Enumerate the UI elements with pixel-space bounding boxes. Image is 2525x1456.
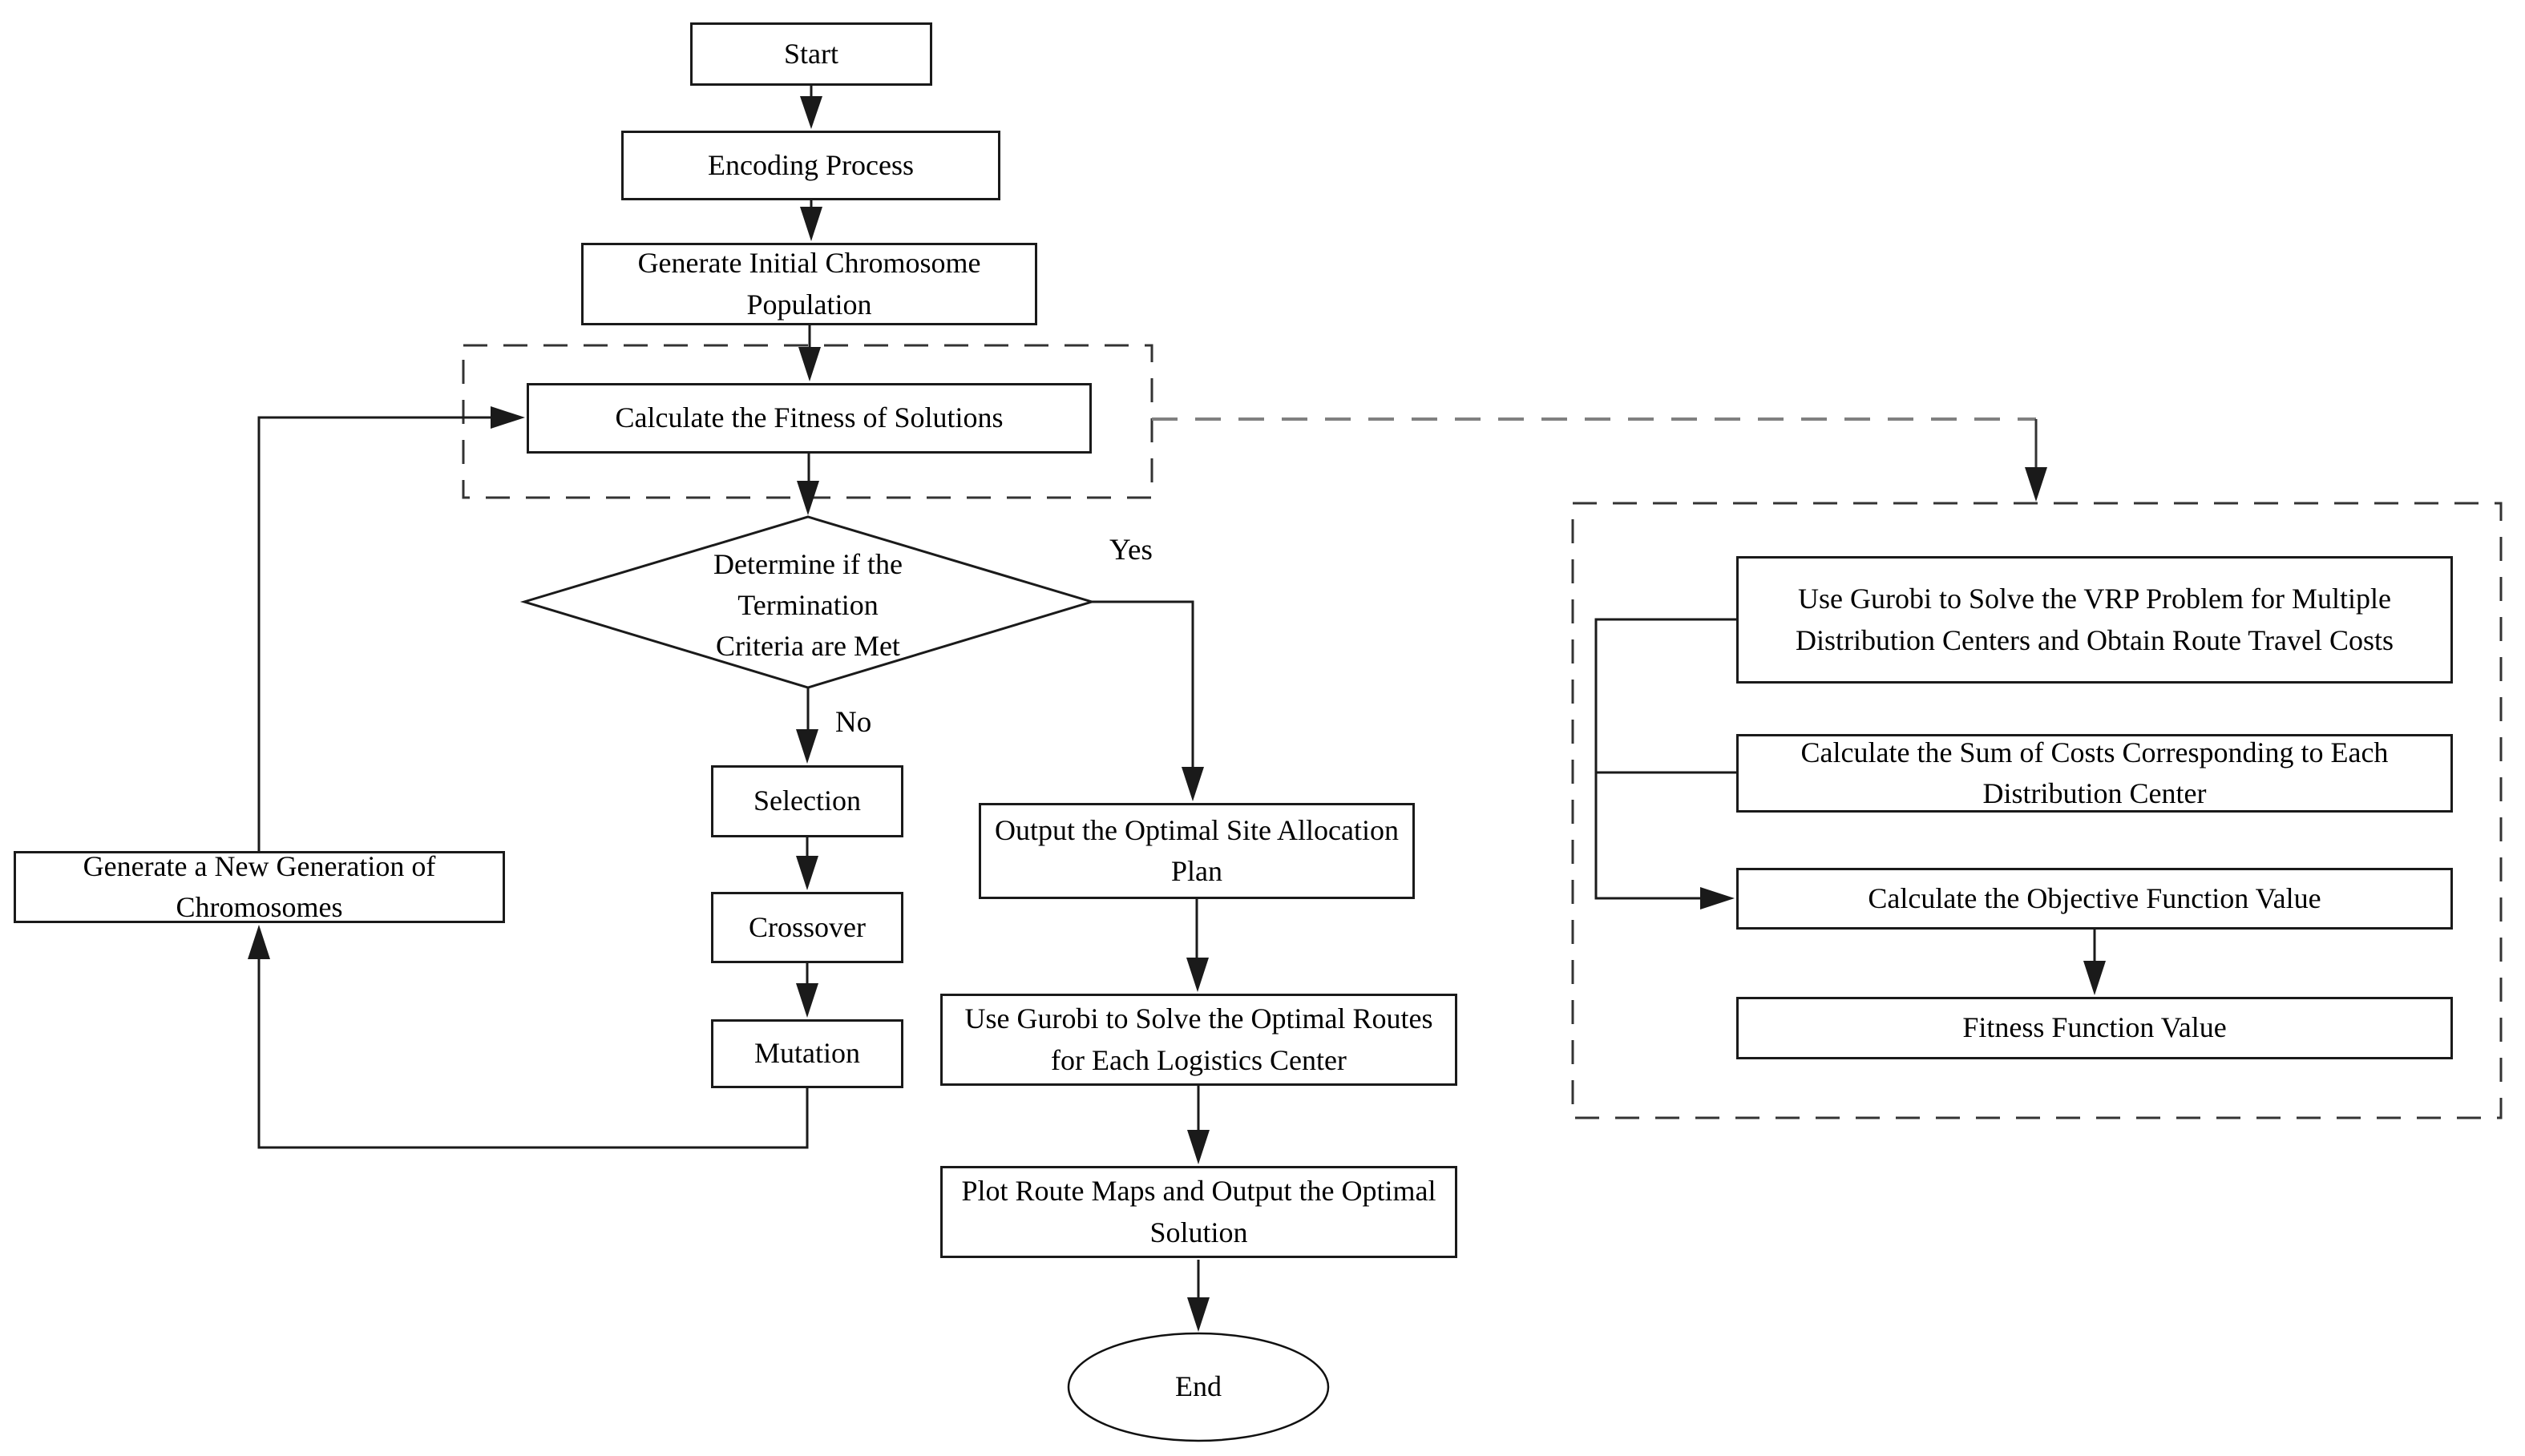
arrowhead-into-detail-group — [2025, 467, 2047, 502]
edge-newgeneration-fitness — [257, 416, 491, 851]
node-crossover: Crossover — [711, 892, 903, 963]
arrowhead-output-plan — [1182, 767, 1204, 801]
arrowhead-encoding — [800, 96, 822, 129]
decision-diamond-shape — [519, 515, 1097, 689]
node-calculate-fitness: Calculate the Fitness of Solutions — [527, 383, 1092, 454]
arrowhead-newgeneration — [248, 925, 270, 959]
arrowhead-fitness — [798, 347, 821, 381]
node-start: Start — [690, 22, 932, 86]
node-fitness-value: Fitness Function Value — [1736, 997, 2453, 1059]
node-generate-new-generation: Generate a New Generation of Chromosomes — [14, 850, 505, 923]
arrowhead-crossover — [796, 856, 818, 890]
edge-vrp-bracket — [1594, 618, 1736, 900]
edge-label-no: No — [835, 706, 872, 739]
node-generate-initial-population: Generate Initial Chromosome Population — [581, 243, 1037, 325]
arrowhead-plot — [1187, 1130, 1210, 1164]
edge-mutation-newgeneration — [257, 959, 809, 1149]
node-encoding-process: Encoding Process — [621, 131, 1000, 200]
edge-label-yes: Yes — [1109, 534, 1153, 567]
node-plot-route-maps: Plot Route Maps and Output the Optimal S… — [940, 1166, 1457, 1258]
node-solve-optimal-routes: Use Gurobi to Solve the Optimal Routes f… — [940, 994, 1457, 1086]
arrowhead-objective — [1700, 887, 1735, 909]
edge-decision-yes — [1092, 600, 1194, 767]
arrowhead-solve-routes — [1186, 958, 1209, 992]
node-termination-decision-label: Determine if the Termination Criteria ar… — [713, 547, 903, 663]
arrowhead-decision — [797, 481, 819, 515]
node-output-site-plan: Output the Optimal Site Allocation Plan — [979, 803, 1415, 899]
node-selection: Selection — [711, 765, 903, 837]
node-mutation: Mutation — [711, 1019, 903, 1088]
node-solve-vrp: Use Gurobi to Solve the VRP Problem for … — [1736, 556, 2453, 684]
node-objective-value: Calculate the Objective Function Value — [1736, 868, 2453, 930]
fitness-detail-dashed-group — [1571, 502, 2503, 1119]
arrowhead-selection — [796, 729, 818, 764]
arrowhead-mutation — [796, 983, 818, 1018]
arrowhead-geninit — [800, 207, 822, 241]
arrowhead-end — [1187, 1297, 1210, 1332]
node-end-label: End — [1175, 1370, 1222, 1403]
arrowhead-fitness-left — [491, 406, 525, 429]
end-ellipse-shape — [1067, 1332, 1330, 1442]
node-sum-costs: Calculate the Sum of Costs Corresponding… — [1736, 734, 2453, 813]
arrowhead-fitnessvalue — [2083, 961, 2106, 995]
